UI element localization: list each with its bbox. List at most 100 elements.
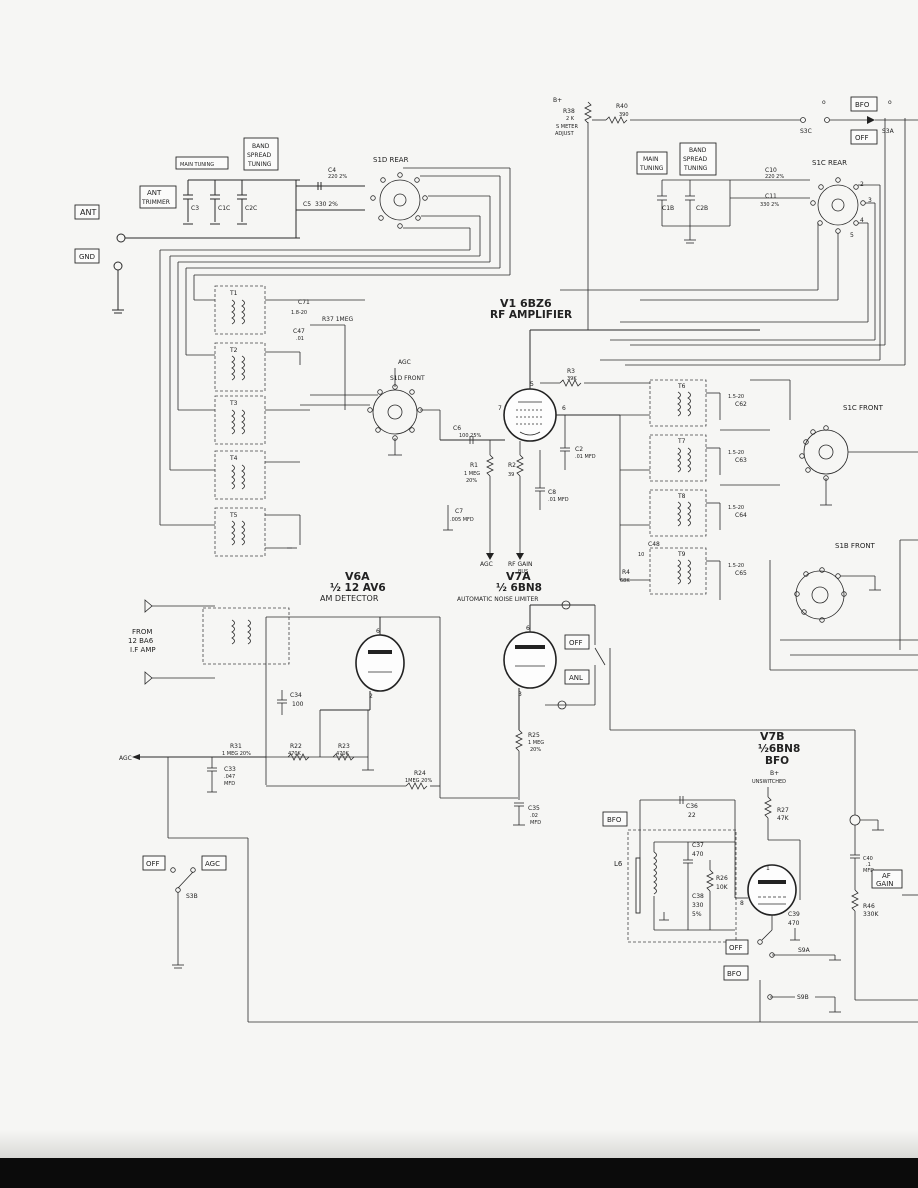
r31-value: 1 MEG 20%	[222, 751, 251, 757]
s1d-rear-label: S1D REAR	[373, 156, 409, 164]
s1d-rear-switch: S1D REAR	[370, 156, 511, 275]
v7a-pin-3: 3	[518, 691, 522, 698]
r2-label: R2	[508, 462, 516, 469]
c62-value: 1.5-20	[728, 394, 744, 400]
ant-terminal-screw	[116, 233, 126, 243]
band-spread-left-3: TUNING	[247, 161, 272, 168]
af-gain-box	[871, 869, 903, 889]
c2-value: .01 MFD	[575, 454, 596, 460]
c4-label: C4	[328, 167, 336, 174]
c35-label: C35	[528, 805, 540, 812]
v7b-tube-envelope	[747, 864, 797, 916]
t3-label: T3	[229, 400, 238, 407]
c35-value: .02	[530, 813, 538, 819]
c34-value: 100	[292, 701, 304, 708]
c38-label: C38	[692, 893, 704, 900]
c4-value: 220 2%	[328, 174, 347, 180]
from-label-2: 12 BA6	[128, 637, 154, 645]
r38-label: R38	[563, 108, 575, 115]
gnd-terminal-screw	[113, 261, 123, 271]
c64-value: 1.5-20	[728, 505, 744, 511]
c38-value: 330	[692, 902, 704, 909]
c8-value: .01 MFD	[548, 497, 569, 503]
b-plus-top: B+	[553, 97, 562, 104]
c39-label: C39	[788, 911, 800, 918]
v1-pin-6: 6	[562, 405, 566, 412]
af-gain-label-1: AF	[882, 872, 891, 880]
s3a-label: S3A	[882, 128, 895, 135]
antenna-section: ANT GND ANT TRIMMER MAIN TUNING BAND SPR…	[74, 137, 365, 314]
c10-value: 220 2%	[765, 174, 784, 180]
c47-label: C47	[293, 328, 305, 335]
band-spread-left-2: SPREAD	[247, 152, 271, 159]
r1-label: R1	[470, 462, 478, 469]
c34-label: C34	[290, 692, 302, 699]
band-switch-wiring	[159, 249, 510, 526]
c2c-label: C2C	[245, 205, 257, 212]
agc-switch-box	[201, 855, 227, 871]
v7a-tube: ½ 6BN8	[496, 582, 542, 594]
s3c-contact-mark: o	[822, 99, 826, 106]
v7b-tube: ½6BN8	[758, 743, 800, 755]
s1c-front-label: S1C FRONT	[843, 404, 884, 412]
c33-label: C33	[224, 766, 236, 773]
main-tuning-box-right	[636, 151, 668, 175]
agc-mid-label: AGC	[480, 561, 493, 568]
r4-value: 68K	[620, 578, 630, 584]
v6a-subtitle: AM DETECTOR	[320, 594, 379, 603]
ant-trimmer-box	[139, 185, 177, 209]
v7b-pin-1: 1	[766, 865, 770, 872]
s9b-label: S9B	[797, 994, 809, 1001]
rf-coils-t1-t5: T1 T2 T3 T4 T5 C71 1.8-20 C47 .01 R37 1M…	[214, 285, 365, 557]
c36-label: C36	[686, 803, 698, 810]
c65-label: C65	[735, 570, 747, 577]
ant-trimmer-label-1: ANT	[147, 189, 162, 197]
r37-label: R37 1MEG	[322, 316, 353, 323]
t5-label: T5	[229, 512, 238, 519]
s-meter-label-2: ADJUST	[555, 131, 575, 137]
gnd-terminal-box	[74, 248, 100, 264]
r24-label: R24	[414, 770, 426, 777]
s3a-contact-mark: o	[888, 99, 892, 106]
c11-value: 330 2%	[760, 202, 779, 208]
agc-switch-label: AGC	[205, 860, 220, 868]
c1c-label: C1C	[218, 205, 230, 212]
r25-label: R25	[528, 732, 540, 739]
c33-unit: MFD	[224, 781, 235, 787]
off-agc-label: OFF	[146, 860, 160, 868]
gnd-label: GND	[79, 253, 95, 261]
t7-label: T7	[677, 438, 686, 445]
ant-label: ANT	[80, 208, 96, 217]
bfo-top-label: BFO	[855, 101, 870, 109]
c40-value: .1	[866, 862, 871, 868]
off-bfo-label: OFF	[729, 944, 743, 952]
c63-value: 1.5-20	[728, 450, 744, 456]
c71-label: C71	[298, 299, 310, 306]
s9a-label: S9A	[798, 947, 811, 954]
c8-label: C8	[548, 489, 556, 496]
t4-label: T4	[229, 455, 238, 462]
r26-value: 10K	[716, 884, 729, 891]
s1d-front-switch: AGC S1D FRONT	[300, 359, 441, 456]
s1c-pin-4: 4	[860, 217, 864, 224]
c11-label: C11	[765, 193, 777, 200]
ant-trimmer-label-2: TRIMMER	[141, 199, 170, 206]
c37-value: 470	[692, 851, 704, 858]
r1-value: 1 MEG	[464, 471, 480, 477]
bfo-top-box	[850, 96, 878, 112]
c33-value: .047	[224, 774, 235, 780]
v1-subtitle: RF AMPLIFIER	[490, 309, 572, 321]
band-spread-left-1: BAND	[252, 143, 270, 150]
r24-value: 1MEG 20%	[405, 778, 432, 784]
b-plus-unswitched-1: B+	[770, 770, 779, 777]
r25-value: 1 MEG	[528, 740, 544, 746]
ant-terminal-box	[74, 204, 100, 220]
t2-label: T2	[229, 347, 238, 354]
s1c-front-switch: S1C FRONT	[799, 404, 918, 506]
band-spread-box-right	[679, 142, 717, 176]
c39-value: 470	[788, 920, 800, 927]
c5-label: C5	[303, 201, 311, 208]
r23-label: R23	[338, 743, 350, 750]
r4-label: R4	[622, 569, 630, 576]
